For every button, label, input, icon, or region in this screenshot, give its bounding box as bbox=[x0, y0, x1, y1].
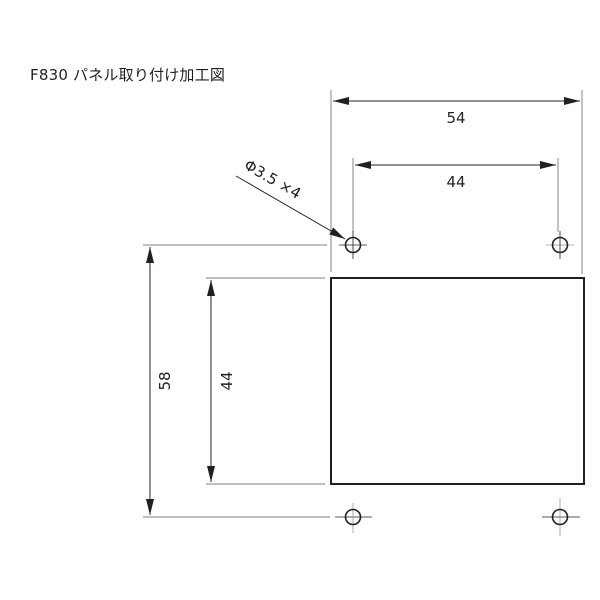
dimension-label-44-horizontal: 44 bbox=[446, 173, 465, 191]
extension-lines bbox=[143, 90, 583, 518]
mounting-hole-bottom-right bbox=[542, 498, 580, 536]
dimension-44-vertical: 44 bbox=[207, 280, 236, 482]
dimension-label-44-vertical: 44 bbox=[218, 371, 236, 390]
dimension-label-54: 54 bbox=[446, 109, 465, 127]
drawing-title: F830 パネル取り付け加工図 bbox=[30, 66, 226, 84]
hole-callout-leader: Φ3.5 ×4 bbox=[235, 156, 346, 240]
panel-cutout-rectangle bbox=[330, 277, 585, 485]
dimension-44-horizontal: 44 bbox=[355, 161, 556, 191]
mounting-hole-top-left bbox=[339, 231, 367, 259]
dimension-54: 54 bbox=[333, 97, 580, 127]
mounting-hole-top-right bbox=[546, 231, 574, 259]
dimension-58: 58 bbox=[146, 247, 174, 515]
dimension-label-58: 58 bbox=[156, 371, 174, 390]
hole-callout-label: Φ3.5 ×4 bbox=[241, 156, 304, 203]
mounting-hole-bottom-left bbox=[335, 503, 372, 533]
